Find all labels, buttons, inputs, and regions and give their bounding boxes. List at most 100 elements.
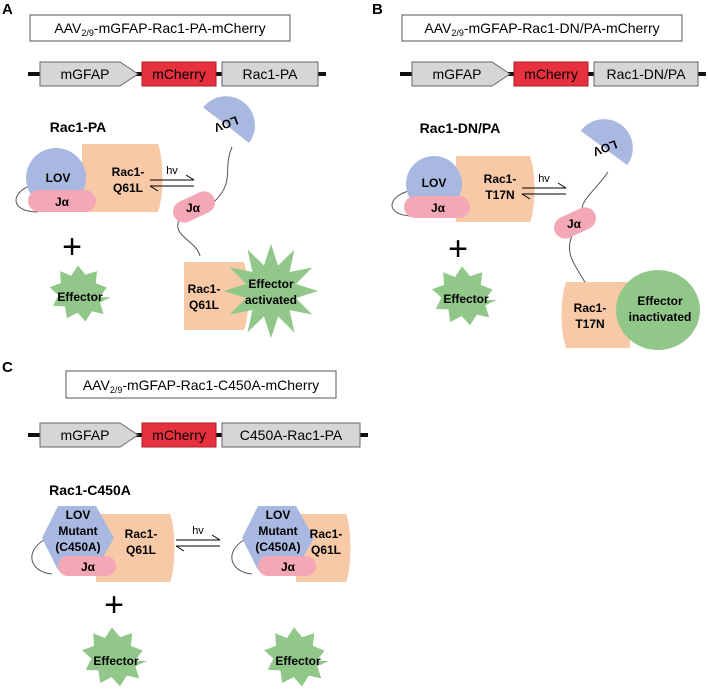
hv-label: hv	[192, 525, 204, 537]
rac-domain	[82, 144, 163, 212]
lov-label-line1: LOV	[266, 508, 291, 522]
rac-label-line1: Rac1-	[188, 282, 221, 296]
vector-name-box-b	[401, 14, 683, 42]
rac-label-line2: Q61L	[311, 543, 341, 557]
effector-label: Effector	[57, 290, 103, 304]
effector-shape	[432, 266, 497, 326]
vector-name-b: AAV2/9-mGFAP-Rac1-DN/PA-mCherry	[424, 20, 659, 38]
construct-name-b: Rac1-DN/PA	[420, 120, 501, 136]
complex-c-right: LOV Mutant (C450A) Jα Rac1- Q61L	[231, 506, 351, 582]
panel-a-label: A	[2, 1, 13, 18]
plus-sign: +	[104, 586, 124, 624]
ja-helix	[58, 556, 116, 576]
linker	[213, 146, 233, 203]
forward-arrow	[150, 174, 195, 181]
effector-shape	[82, 627, 147, 687]
mcherry-segment	[141, 61, 217, 87]
ja-label: Jα	[431, 201, 446, 215]
effector-c-left: Effector	[82, 627, 147, 687]
gene-construct-c: mGFAP mCherry C450A-Rac1-PA	[28, 422, 368, 448]
rac-gene-segment	[593, 61, 699, 87]
ja-helix	[554, 207, 596, 239]
light-arrow-b: hv	[521, 173, 567, 200]
ja-helix	[404, 196, 470, 218]
reverse-arrow	[175, 545, 220, 552]
effector-state-line2: inactivated	[629, 310, 692, 324]
rac-label-line2: Q61L	[126, 543, 156, 557]
ja-label: Jα	[55, 195, 70, 209]
vector-name-a: AAV2/9-mGFAP-Rac1-PA-mCherry	[54, 20, 265, 38]
effector-b: Effector	[432, 266, 497, 326]
effector-label: Effector	[93, 654, 139, 668]
linker	[391, 189, 415, 217]
promoter-label: mGFAP	[60, 427, 109, 443]
rac-domain	[456, 156, 535, 222]
effector-c-right: Effector	[264, 627, 329, 687]
lov-mutant-domain	[42, 506, 114, 570]
complex-open-a: LOV Jα Rac1- Q61L Effector activated	[173, 96, 318, 339]
construct-name-c: Rac1-C450A	[49, 482, 131, 498]
promoter-arrow	[411, 61, 511, 87]
forward-arrow	[522, 182, 567, 189]
rac-gene-label: C450A-Rac1-PA	[240, 427, 343, 443]
mcherry-label: mCherry	[524, 66, 578, 82]
light-arrow-a: hv	[149, 165, 195, 192]
ja-helix	[28, 190, 96, 212]
lov-mutant-domain	[242, 506, 314, 570]
ja-helix	[258, 556, 316, 576]
lov-domain	[580, 119, 633, 166]
rac-label-line2: Q61L	[189, 298, 219, 312]
complex-closed-b: LOV Jα Rac1- T17N	[391, 156, 535, 222]
lov-domain	[203, 96, 255, 143]
panel-c: C AAV2/9-mGFAP-Rac1-C450A-mCherry mGFAP …	[2, 359, 368, 687]
light-arrow-c: hv	[175, 525, 221, 552]
lov-label-line3: (C450A)	[255, 540, 300, 554]
rac-label-line1: Rac1-	[112, 165, 145, 179]
effector-shape	[49, 265, 111, 322]
rac-label-line1: Rac1-	[310, 527, 343, 541]
rac-gene-label: Rac1-PA	[243, 66, 299, 82]
lov-label: LOV	[422, 176, 447, 190]
effector-state-line2: activated	[245, 293, 297, 307]
effector-inactivated-shape	[616, 270, 700, 350]
panel-c-label: C	[2, 359, 13, 376]
rac-label-line1: Rac1-	[125, 527, 158, 541]
mcherry-label: mCherry	[152, 66, 206, 82]
plus-sign: +	[62, 228, 82, 266]
panel-b: B AAV2/9-mGFAP-Rac1-DN/PA-mCherry mGFAP …	[372, 1, 706, 350]
effector-state-line1: Effector	[637, 294, 683, 308]
rac-domain	[561, 282, 630, 348]
plus-sign: +	[448, 230, 468, 268]
promoter-arrow	[39, 422, 139, 448]
rac-gene-segment	[221, 422, 361, 448]
ja-label: Jα	[186, 201, 201, 215]
rac-label-line1: Rac1-	[484, 172, 517, 186]
promoter-label: mGFAP	[432, 66, 481, 82]
rac-gene-segment	[221, 61, 319, 87]
forward-arrow	[176, 534, 221, 541]
promoter-label: mGFAP	[60, 66, 109, 82]
promoter-arrow	[39, 61, 139, 87]
hv-label: hv	[166, 165, 178, 177]
rac-label-line2: T17N	[485, 188, 514, 202]
lov-label-line1: LOV	[66, 508, 91, 522]
construct-name-a: Rac1-PA	[50, 119, 107, 135]
complex-open-b: LOV Jα Rac1- T17N Effector inactivated	[554, 119, 700, 350]
ja-helix	[173, 191, 215, 223]
gene-construct-b: mGFAP mCherry Rac1-DN/PA	[400, 61, 706, 87]
linker	[581, 171, 609, 213]
ja-label: Jα	[567, 217, 582, 231]
mcherry-segment	[141, 422, 217, 448]
effector-a: Effector	[49, 265, 111, 322]
linker	[31, 539, 53, 575]
rac-label-line1: Rac1-	[574, 301, 607, 315]
lov-label-line3: (C450A)	[55, 540, 100, 554]
lov-label: LOV	[46, 171, 71, 185]
panel-a: A AAV2/9-mGFAP-Rac1-PA-mCherry mGFAP mCh…	[2, 1, 326, 339]
complex-closed-a: LOV Jα Rac1- Q61L	[15, 144, 163, 213]
effector-label: Effector	[275, 654, 321, 668]
complex-c-left: LOV Mutant (C450A) Jα Rac1- Q61L	[31, 506, 175, 582]
rac-gene-label: Rac1-DN/PA	[606, 66, 686, 82]
ja-label: Jα	[281, 560, 296, 574]
